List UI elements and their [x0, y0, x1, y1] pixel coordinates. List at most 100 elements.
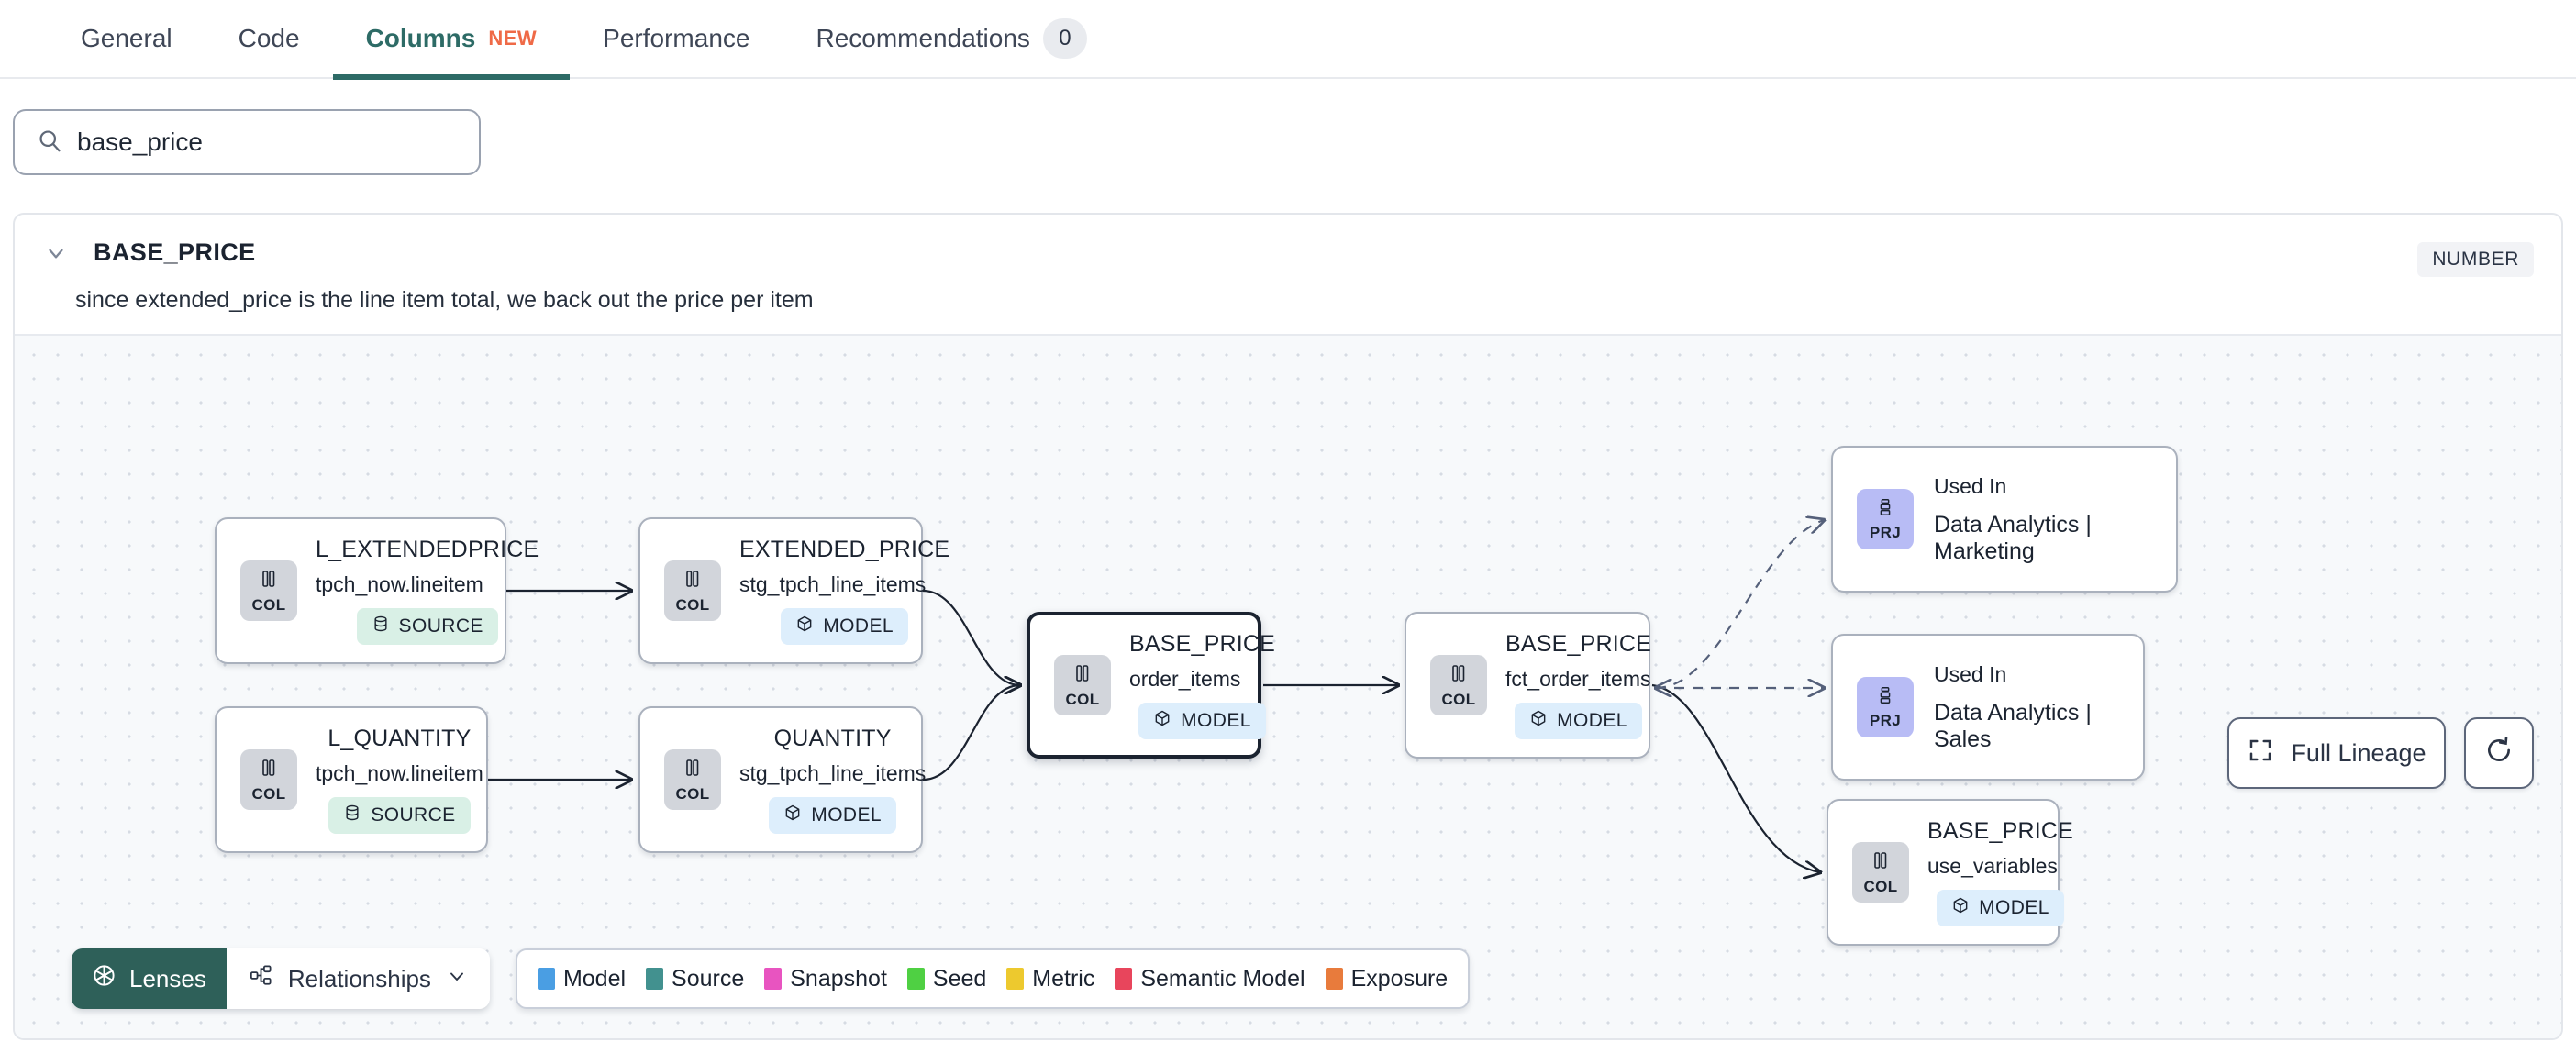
- relationships-dropdown[interactable]: Relationships: [226, 948, 490, 1009]
- tab-performance[interactable]: Performance: [570, 0, 783, 78]
- column-icon: [682, 757, 704, 783]
- node-subtitle: tpch_now.lineitem: [316, 572, 483, 596]
- lineage-node-quantity[interactable]: COL QUANTITY stg_tpch_line_items MODEL: [638, 706, 927, 853]
- legend-swatch: [764, 968, 783, 990]
- node-kind-badge: MODEL: [1515, 703, 1642, 739]
- legend-item-source: Source: [646, 966, 744, 992]
- chip-label: PRJ: [1869, 711, 1902, 729]
- kind-label: MODEL: [1979, 897, 2049, 918]
- node-title: L_QUANTITY: [328, 726, 472, 751]
- chip-label: COL: [675, 784, 710, 803]
- legend-swatch: [906, 968, 925, 990]
- column-type-badge: NUMBER: [2417, 242, 2534, 277]
- tab-recommendations[interactable]: Recommendations 0: [783, 0, 1119, 78]
- lineage-canvas[interactable]: COL L_EXTENDEDPRICE tpch_now.lineitem SO…: [15, 334, 2563, 1040]
- chip-label: COL: [251, 784, 286, 803]
- lenses-button[interactable]: Lenses: [72, 948, 227, 1009]
- used-in-label: Used In: [1934, 473, 2007, 498]
- full-lineage-button[interactable]: Full Lineage: [2227, 717, 2446, 789]
- legend-item-semantic-model: Semantic Model: [1115, 966, 1305, 992]
- lenses-label: Lenses: [129, 964, 206, 992]
- column-icon: [1448, 662, 1470, 689]
- cube-icon: [1951, 896, 1970, 920]
- refresh-icon: [2484, 736, 2514, 771]
- cube-icon: [1529, 709, 1548, 733]
- tab-code[interactable]: Code: [205, 0, 333, 78]
- kind-label: MODEL: [1181, 710, 1251, 731]
- node-title: BASE_PRICE: [1129, 631, 1276, 657]
- lineage-node-base-price-fct-order-items[interactable]: COL BASE_PRICE fct_order_items MODEL: [1405, 612, 1651, 759]
- recommendations-count-badge: 0: [1042, 18, 1087, 59]
- search-input[interactable]: [77, 127, 457, 157]
- chevron-down-icon: [446, 965, 468, 993]
- legend-label: Snapshot: [790, 965, 887, 992]
- col-chip: COL: [240, 560, 297, 621]
- tab-label: General: [81, 24, 172, 52]
- lineage-node-base-price-use-variables[interactable]: COL BASE_PRICE use_variables MODEL: [1827, 799, 2073, 946]
- lineage-node-l-extendedprice[interactable]: COL L_EXTENDEDPRICE tpch_now.lineitem SO…: [215, 517, 539, 664]
- node-kind-badge: SOURCE: [328, 797, 471, 834]
- node-kind-badge: SOURCE: [356, 608, 498, 645]
- node-body: BASE_PRICE fct_order_items MODEL: [1487, 631, 1651, 739]
- legend-item-snapshot: Snapshot: [764, 966, 887, 992]
- node-kind-badge: MODEL: [781, 608, 908, 645]
- new-badge: NEW: [488, 27, 538, 50]
- lineage-node-l-quantity[interactable]: COL L_QUANTITY tpch_now.lineitem SOURCE: [215, 706, 488, 853]
- legend-item-seed: Seed: [906, 965, 987, 992]
- legend-label: Seed: [932, 965, 987, 992]
- col-chip: COL: [240, 749, 297, 810]
- legend-label: Source: [672, 965, 745, 992]
- lineage-node-extended-price[interactable]: COL EXTENDED_PRICE stg_tpch_line_items M…: [638, 517, 949, 664]
- node-title: QUANTITY: [773, 726, 892, 751]
- node-body: Used In Data Analytics | Marketing: [1914, 474, 2176, 565]
- project-name: Data Analytics | Marketing: [1934, 511, 2092, 564]
- node-body: L_EXTENDEDPRICE tpch_now.lineitem SOURCE: [297, 537, 539, 645]
- node-kind-badge: MODEL: [1138, 703, 1266, 739]
- legend-swatch: [646, 968, 664, 990]
- column-icon: [1870, 849, 1892, 876]
- canvas-bottom-toolbar: Lenses Relationships: [72, 948, 1471, 1009]
- node-body: BASE_PRICE order_items MODEL: [1111, 631, 1275, 739]
- kind-label: MODEL: [823, 615, 894, 637]
- cube-icon: [783, 804, 802, 827]
- search-box[interactable]: [13, 109, 481, 175]
- search-icon: [37, 127, 62, 158]
- node-title: EXTENDED_PRICE: [739, 537, 950, 562]
- column-icon: [258, 568, 280, 594]
- col-chip: COL: [664, 749, 721, 810]
- chip-label: COL: [1441, 690, 1476, 708]
- relationships-icon: [249, 963, 273, 994]
- lineage-node-used-in-marketing[interactable]: PRJ Used In Data Analytics | Marketing: [1831, 446, 2178, 593]
- column-title-row: BASE_PRICE: [42, 215, 2534, 267]
- column-header: BASE_PRICE NUMBER since extended_price i…: [15, 215, 2561, 334]
- node-subtitle: stg_tpch_line_items: [739, 761, 927, 785]
- page-title: BASE_PRICE: [94, 238, 256, 266]
- tab-label: Performance: [603, 24, 750, 52]
- node-title: BASE_PRICE: [1927, 818, 2074, 844]
- column-icon: [682, 568, 704, 594]
- node-kind-badge: MODEL: [769, 797, 896, 834]
- legend-label: Metric: [1032, 965, 1095, 992]
- lineage-edges: [488, 336, 2563, 1040]
- lineage-node-base-price-order-items[interactable]: COL BASE_PRICE order_items MODEL: [1027, 612, 1275, 759]
- database-icon: [372, 615, 390, 638]
- prj-chip: PRJ: [1857, 489, 1914, 549]
- chevron-down-icon[interactable]: [42, 239, 70, 267]
- legend-item-exposure: Exposure: [1325, 965, 1449, 992]
- kind-label: MODEL: [811, 804, 882, 826]
- chip-label: PRJ: [1869, 523, 1902, 541]
- col-chip: COL: [1852, 842, 1909, 903]
- col-chip: COL: [664, 560, 721, 621]
- node-body: Used In Data Analytics | Sales: [1914, 662, 2143, 753]
- node-kind-badge: MODEL: [1937, 890, 2064, 926]
- tab-columns[interactable]: Columns NEW: [332, 0, 571, 80]
- kind-label: MODEL: [1557, 710, 1627, 731]
- node-body: BASE_PRICE use_variables MODEL: [1909, 818, 2073, 926]
- refresh-button[interactable]: [2464, 717, 2534, 789]
- legend-label: Exposure: [1350, 965, 1449, 992]
- legend-swatch: [1325, 968, 1343, 990]
- col-chip: COL: [1430, 655, 1487, 715]
- lineage-node-used-in-sales[interactable]: PRJ Used In Data Analytics | Sales: [1831, 634, 2145, 781]
- column-detail-panel: BASE_PRICE NUMBER since extended_price i…: [13, 213, 2563, 1040]
- tab-general[interactable]: General: [48, 0, 205, 78]
